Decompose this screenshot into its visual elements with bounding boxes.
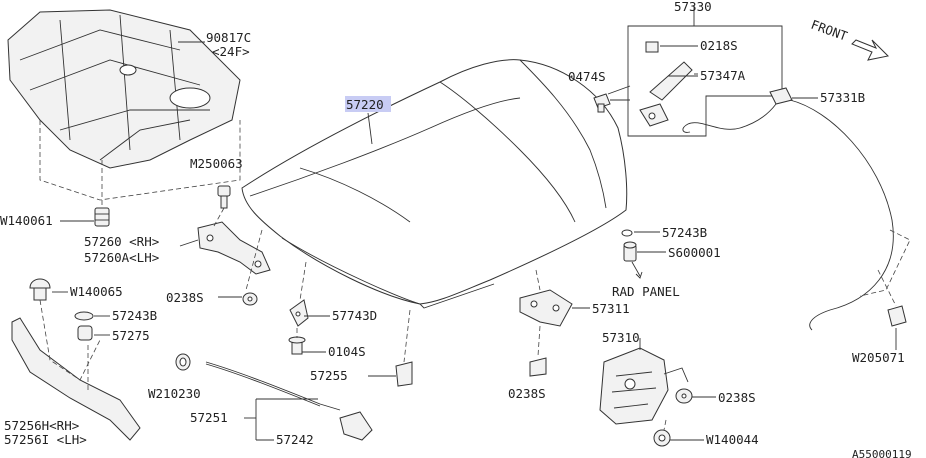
label-57256h-rh: 57256H<RH> [4,418,79,433]
hood-panel[interactable] [241,59,628,309]
label-57743d: 57743D [332,308,377,323]
bolt-0474s-icon[interactable] [593,93,611,113]
nut-0238s-mid-icon[interactable] [529,357,547,377]
hood-latch-57310[interactable] [599,347,689,425]
diagram-reference-code: A55000119 [852,448,912,458]
label-front: FRONT [809,17,850,44]
label-rad-panel: RAD PANEL [612,284,680,299]
bolt-0104s-icon[interactable] [288,336,306,355]
label-w210230: W210230 [148,386,201,401]
label-57260-rh: 57260 <RH> [84,234,159,249]
bumper-57275-icon[interactable] [77,325,93,341]
bolt-m250063-icon[interactable] [217,185,231,209]
front-direction-arrow-icon [851,39,890,61]
latch-assembly-57330[interactable] [627,25,783,137]
under-cover[interactable] [7,9,241,169]
label-57255: 57255 [310,368,348,383]
bracket-57743d-icon[interactable] [289,299,309,327]
label-57220-highlight [345,96,391,112]
label-90817c: 90817C [206,30,251,45]
label-57347a: 57347A [700,68,746,83]
clip-57255-icon[interactable] [395,361,413,387]
label-w140065: W140065 [70,284,123,299]
clip-w140065-icon[interactable] [29,278,51,301]
grommet-w210230-icon[interactable] [175,353,191,371]
label-57311: 57311 [592,301,630,316]
pad-57243b-left-icon[interactable] [74,311,94,321]
striker-57311[interactable] [519,289,573,327]
label-57310: 57310 [602,330,640,345]
label-0218s: 0218S [700,38,738,53]
label-s600001: S600001 [668,245,721,260]
label-57242: 57242 [276,432,314,447]
clip-w140044-icon[interactable] [653,429,671,447]
label-57220[interactable]: 57220 [346,97,384,112]
label-w205071: W205071 [852,350,905,365]
label-w140044: W140044 [706,432,759,447]
label-57275: 57275 [112,328,150,343]
label-0238s-hinge: 0238S [166,290,204,305]
stay-rod-57251[interactable] [205,361,341,411]
hood-seal[interactable] [11,317,141,441]
hood-hinge[interactable] [197,221,271,275]
holder-57242-icon[interactable] [339,411,373,441]
nut-0238s-hinge-icon[interactable] [242,292,258,306]
label-57243b-right: 57243B [662,225,707,240]
label-57243b-left: 57243B [112,308,157,323]
label-57331b: 57331B [820,90,865,105]
label-90817c-qty: <24F> [212,44,250,59]
clip-w140061-icon[interactable] [94,207,110,227]
label-m250063: M250063 [190,156,243,171]
label-57330: 57330 [674,0,712,14]
label-57260a-lh: 57260A<LH> [84,250,159,265]
bumper-s600001-icon[interactable] [623,241,637,262]
label-57256i-lh: 57256I <LH> [4,432,87,447]
label-w140061: W140061 [0,213,53,228]
nut-0238s-latch-icon[interactable] [675,388,693,404]
label-0104s: 0104S [328,344,366,359]
clip-w205071-icon[interactable] [887,305,907,327]
label-57251: 57251 [190,410,228,425]
release-cable-57331b[interactable] [682,87,894,331]
label-0238s-mid: 0238S [508,386,546,401]
label-0474s: 0474S [568,69,606,84]
pad-57243b-right-icon[interactable] [621,229,633,237]
label-0238s-latch: 0238S [718,390,756,405]
